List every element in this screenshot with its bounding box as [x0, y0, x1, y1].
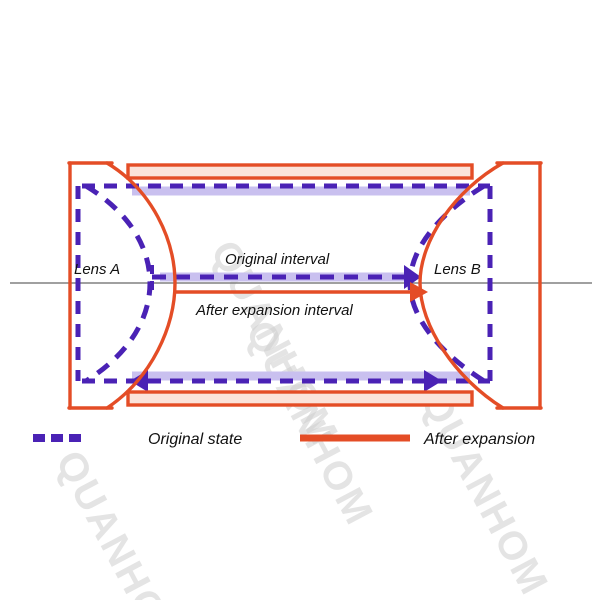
- expanded-lens-a-surface: [105, 161, 177, 410]
- watermark-text-2: QUANHOM: [237, 314, 382, 533]
- legend-label-after-expansion: After expansion: [423, 431, 535, 448]
- expanded-bottom-tube-wall: [126, 390, 474, 407]
- original-interval-label: Original interval: [225, 251, 330, 268]
- watermark-text-4: QUANHOM: [47, 444, 192, 600]
- lens-b-label: Lens B: [434, 261, 481, 278]
- original-interval-arrowhead: [404, 265, 421, 289]
- watermark-text-3: QUANHOM: [412, 384, 557, 600]
- expanded-interval-arrowhead: [410, 282, 428, 302]
- original-bottom-right-arrowhead: [424, 370, 442, 392]
- legend-item-after-expansion: After expansion: [300, 431, 535, 448]
- expanded-state-group: [67, 161, 543, 410]
- legend-item-original-state: Original state: [33, 431, 242, 448]
- expanded-lens-b-surface: [418, 161, 505, 410]
- lens-a-label: Lens A: [74, 261, 120, 278]
- expanded-top-tube-wall: [126, 163, 474, 180]
- after-expansion-interval-label: After expansion interval: [195, 302, 353, 319]
- watermark: QUANHOM QUANHOM QUANHOM QUANHOM: [47, 234, 557, 600]
- legend-label-original-state: Original state: [148, 431, 242, 448]
- legend: Original state After expansion: [33, 431, 535, 448]
